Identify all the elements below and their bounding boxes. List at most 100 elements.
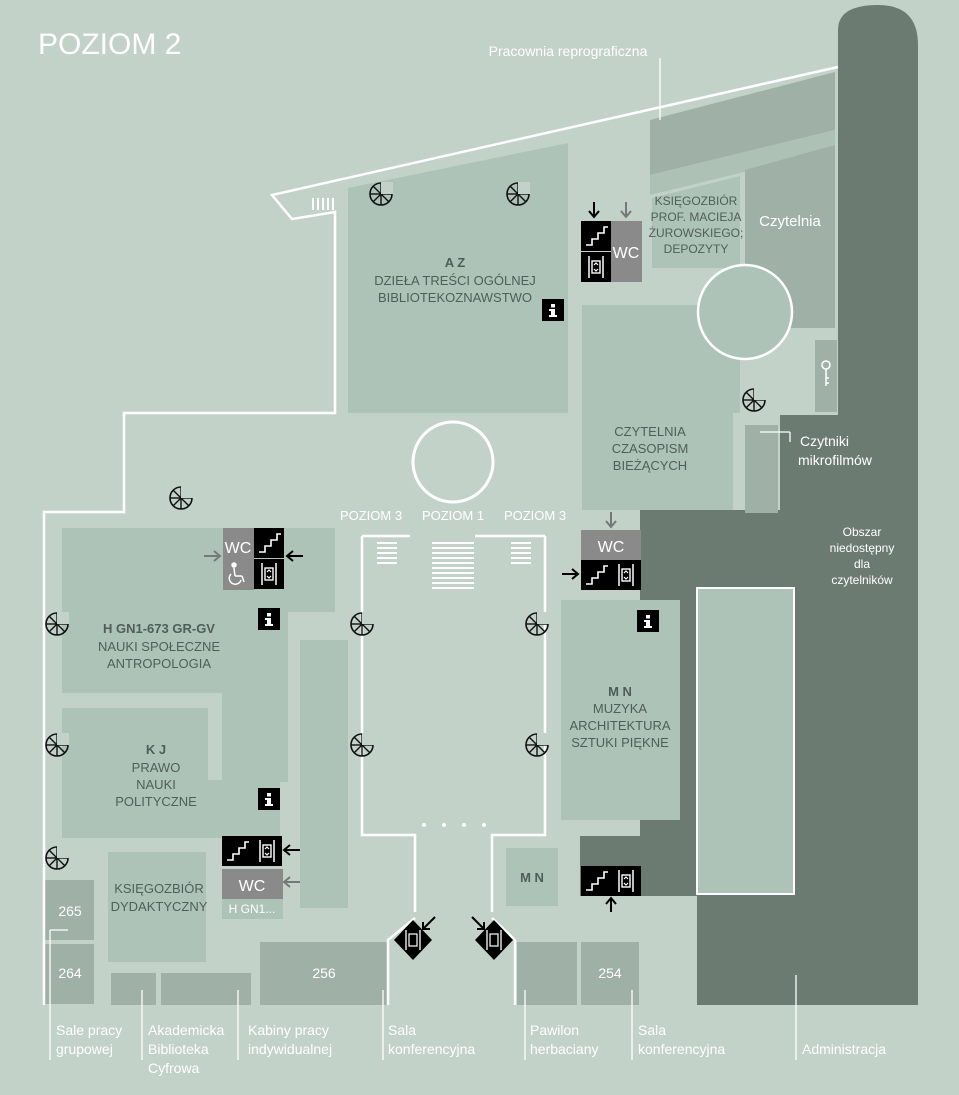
room-254 [581, 942, 639, 1005]
info-icon [258, 608, 280, 630]
hgn-line2: ANTROPOLOGIA [107, 656, 211, 671]
kj-line2: NAUKI [136, 777, 176, 792]
bottom-sala-konf-left-2: konferencyjna [388, 1041, 475, 1057]
entrance-marks [312, 198, 334, 210]
zurowski-line3: ŻUROWSKIEGO; [649, 226, 744, 240]
zurowski-line1: KSIĘGOZBIÓR [655, 193, 738, 208]
az-room [348, 143, 568, 413]
zurowski-line2: PROF. MACIEJA [651, 210, 742, 224]
czasopisma-line1: CZYTELNIA [614, 424, 686, 439]
bottom-kabiny-1: Kabiny pracy [248, 1022, 329, 1038]
bottom-abc-1: Akademicka [148, 1022, 224, 1038]
bottom-sale-pracy-2: grupowej [56, 1041, 113, 1057]
bottom-abc-2: Biblioteka [148, 1041, 209, 1057]
dydaktyczny-room [108, 852, 206, 962]
service-block-lower-right [580, 865, 642, 912]
zurowski-line4: DEPOZYTY [664, 242, 729, 256]
obszar-line2: niedostępny [830, 541, 895, 555]
kj-room [62, 708, 280, 838]
wc-upper [611, 221, 642, 282]
hgn-line1: NAUKI SPOŁECZNE [98, 639, 220, 654]
mn-line1: MUZYKA [593, 701, 648, 716]
room-264-label: 264 [58, 965, 82, 981]
bottom-abc-3: Cyfrowa [148, 1060, 200, 1076]
mn-small-label: M N [520, 870, 544, 885]
room-256 [260, 942, 388, 1005]
czasopisma-room [582, 305, 740, 510]
corridor-block [300, 640, 348, 908]
bottom-sala-konf-right-1: Sala [638, 1022, 666, 1038]
czytniki-line1: Czytniki [800, 433, 849, 449]
kj-line3: POLITYCZNE [115, 794, 197, 809]
info-icon [637, 610, 659, 632]
bottom-administracja: Administracja [802, 1041, 886, 1057]
mn-code: M N [608, 684, 632, 699]
czytniki-line2: mikrofilmów [798, 452, 873, 468]
wc-center-right-label: WC [598, 539, 625, 556]
obszar-line1: Obszar [843, 525, 882, 539]
entrance-lift-right [471, 916, 513, 960]
stairs-label-center: POZIOM 1 [422, 508, 484, 523]
kj-code: K J [146, 742, 166, 757]
service-block-hgn: WC [204, 527, 303, 590]
stairs-label-left: POZIOM 3 [340, 508, 402, 523]
wheelchair-icon [228, 562, 245, 585]
leader-lines [49, 58, 797, 1060]
az-code: A Z [445, 255, 466, 270]
mn-small-room [506, 848, 558, 906]
room-265-label: 265 [58, 903, 82, 919]
room-abc [111, 973, 156, 1005]
wc-lower-label: WC [239, 878, 266, 895]
hgn-code: H GN1-673 GR-GV [103, 621, 215, 636]
room-256-label: 256 [312, 965, 336, 981]
dydaktyczny-line1: KSIĘGOZBIÓR [114, 881, 204, 896]
mn-room [561, 600, 680, 820]
dydaktyczny-line2: DYDAKTYCZNY [111, 899, 208, 914]
room-264 [44, 944, 94, 1004]
bottom-pawilon-2: herbaciany [530, 1041, 599, 1057]
map-title: POZIOM 2 [38, 28, 181, 61]
bottom-sala-konf-left-1: Sala [388, 1022, 416, 1038]
stairs-steps [377, 542, 531, 589]
reprografia-label: Pracownia reprograficzna [489, 43, 648, 59]
kj-line1: PRAWO [132, 760, 181, 775]
obszar-line3: dla [854, 557, 870, 571]
light-column [696, 587, 795, 895]
info-icon [258, 788, 280, 810]
entrance-lift-left [394, 916, 436, 960]
zurowski-room [652, 176, 740, 268]
service-block-upper: WC [580, 202, 642, 283]
outer-walls [42, 65, 839, 1005]
wc-hgn-label: WC [225, 540, 252, 557]
room-kabiny [161, 973, 251, 1005]
czytelnia-label: Czytelnia [759, 213, 821, 230]
mn-line3: SZTUKI PIĘKNE [571, 735, 669, 750]
reprography-inner [650, 130, 835, 195]
hgn-small-label: H GN1... [229, 902, 276, 916]
corridor-block-2 [222, 612, 288, 782]
wc-upper-label: WC [613, 245, 640, 262]
room-254-label: 254 [598, 965, 622, 981]
microfilm-room [745, 425, 778, 513]
bottom-pawilon-1: Pawilon [530, 1022, 579, 1038]
reprography-room [650, 72, 835, 175]
az-line2: BIBLIOTEKOZNAWSTWO [378, 290, 532, 305]
mn-line2: ARCHITEKTURA [569, 718, 670, 733]
bottom-kabiny-2: indywidualnej [248, 1041, 332, 1057]
obszar-line4: czytelników [831, 573, 893, 587]
az-line1: DZIEŁA TREŚCI OGÓLNEJ [374, 273, 536, 288]
service-block-lower-left: WC [221, 835, 300, 919]
czasopisma-line2: CZASOPISM [612, 441, 689, 456]
stairs-label-right: POZIOM 3 [504, 508, 566, 523]
key-icon [821, 360, 831, 386]
room-pawilon [517, 942, 577, 1005]
info-icon [542, 299, 564, 321]
rotunda-center [411, 420, 495, 504]
entrance-dots [422, 823, 486, 827]
service-block-center-right: WC [562, 512, 642, 591]
bottom-sala-konf-right-2: konferencyjna [638, 1041, 725, 1057]
bottom-sale-pracy-1: Sale pracy [56, 1022, 122, 1038]
czasopisma-line3: BIEŻĄCYCH [613, 458, 687, 473]
rotunda-upper [696, 263, 794, 361]
